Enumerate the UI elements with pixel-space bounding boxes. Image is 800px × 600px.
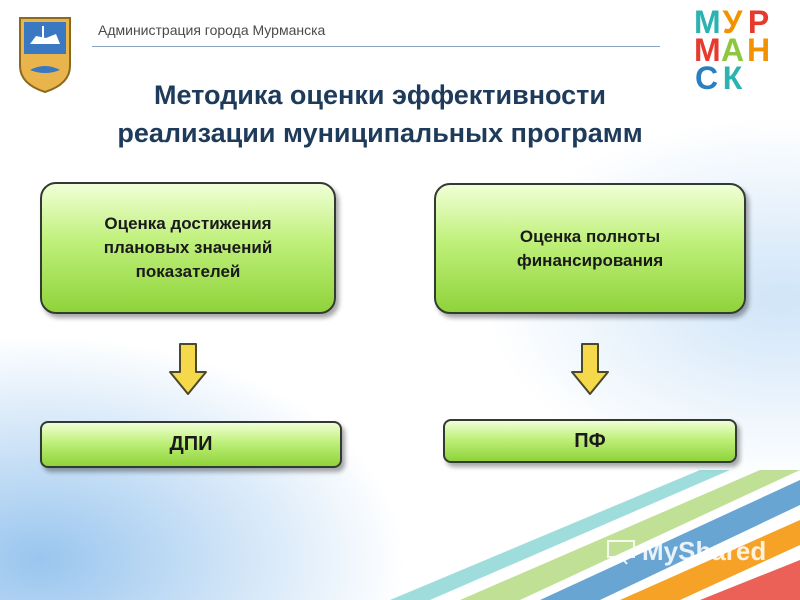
down-arrow-icon — [169, 343, 207, 395]
logo-letter: Н — [746, 32, 772, 68]
watermark: MyShared — [606, 536, 766, 567]
header-divider — [92, 46, 660, 47]
funding-completeness-label: Оценка полноты финансирования — [516, 226, 664, 270]
funding-completeness-box: Оценка полноты финансирования — [434, 183, 746, 314]
logo-letter: М — [694, 32, 722, 68]
logo-letter: М — [694, 4, 722, 40]
title-line-2: реализации муниципальных программ — [117, 118, 643, 148]
dpi-label: ДПИ — [169, 433, 213, 455]
pf-label: ПФ — [574, 429, 606, 452]
dpi-result-box: ДПИ — [40, 421, 342, 468]
page-title: Методика оценки эффективности реализации… — [60, 76, 700, 152]
logo-letter: У — [722, 4, 744, 40]
city-crest-icon — [19, 17, 71, 94]
target-indicators-box: Оценка достижения плановых значений пока… — [40, 182, 336, 314]
target-indicators-label: Оценка достижения плановых значений пока… — [103, 214, 273, 281]
title-line-1: Методика оценки эффективности — [154, 80, 606, 110]
logo-letter: Р — [747, 4, 771, 40]
pf-result-box: ПФ — [443, 419, 737, 463]
logo-letter: К — [722, 60, 744, 96]
logo-letter: А — [720, 32, 746, 68]
presentation-icon — [607, 539, 635, 565]
logo-letter: С — [694, 60, 720, 96]
watermark-text: MyShared — [642, 536, 767, 566]
down-arrow-icon — [571, 343, 609, 395]
organization-name: Администрация города Мурманска — [98, 22, 326, 38]
